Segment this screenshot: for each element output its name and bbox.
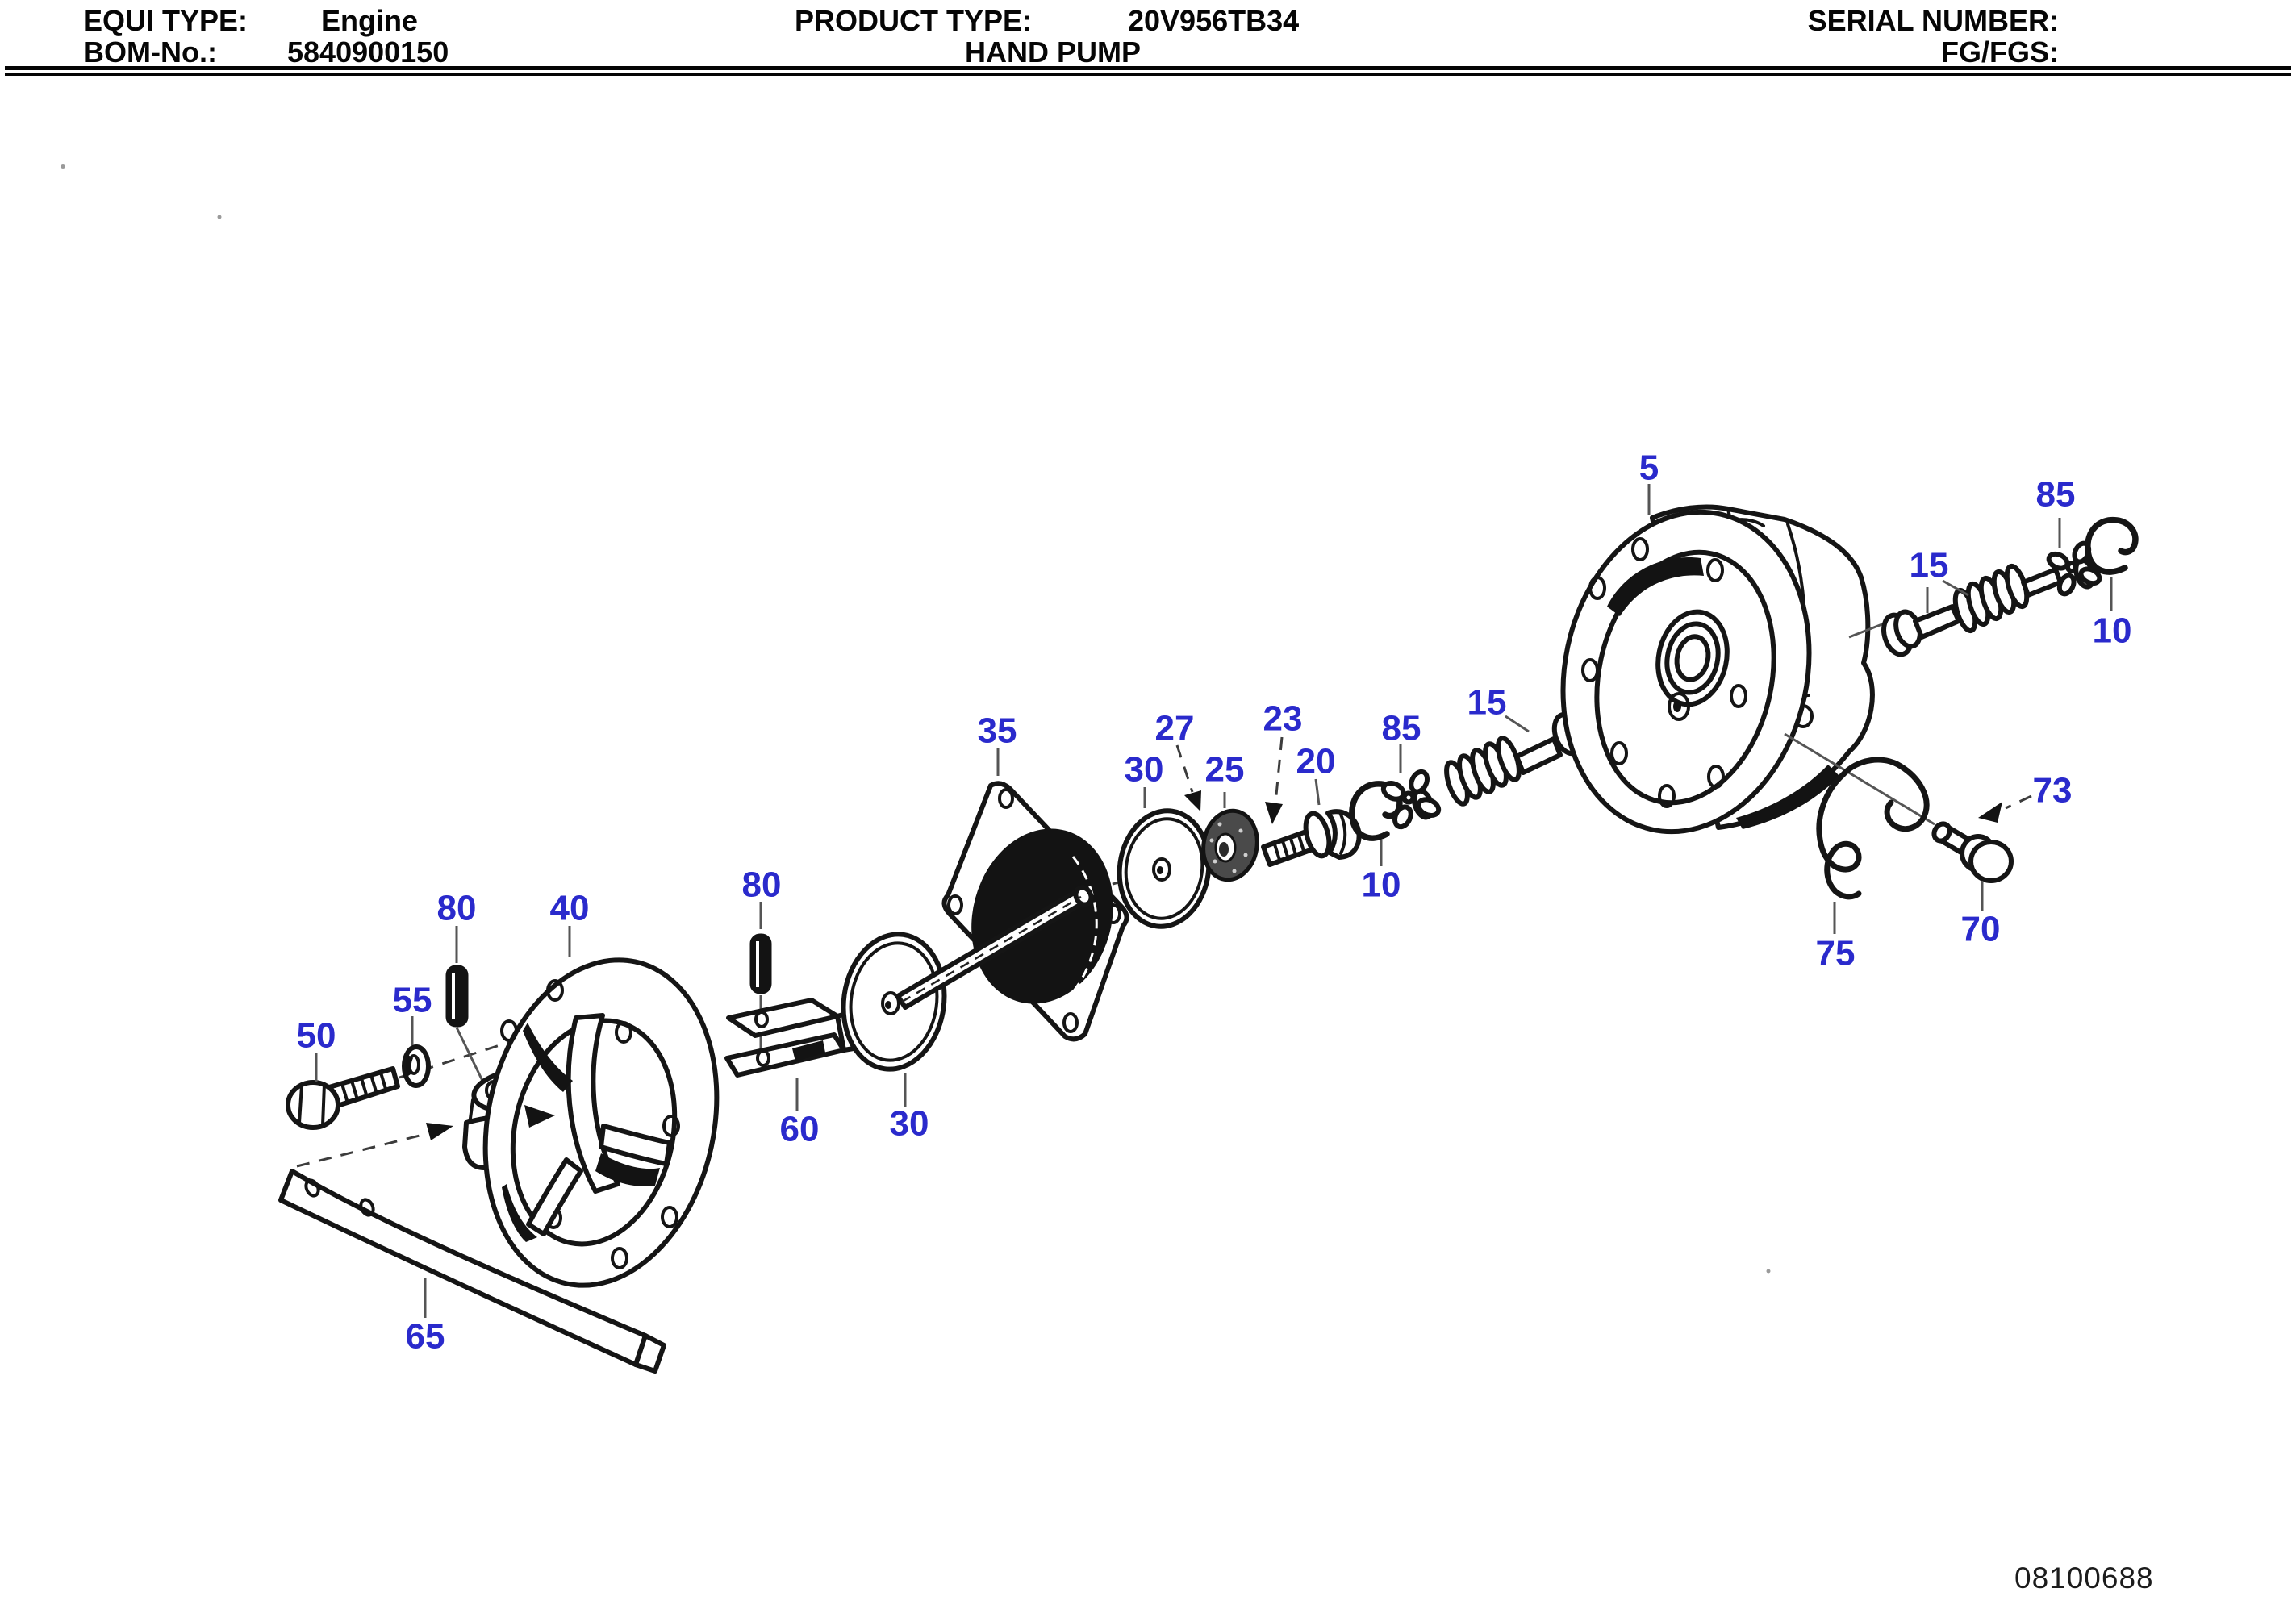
part-20-valve-screw bbox=[1261, 809, 1362, 867]
callout-60: 60 bbox=[780, 1110, 820, 1149]
part-50-hex-bolt bbox=[286, 1066, 400, 1130]
callout-30-right: 30 bbox=[1125, 750, 1164, 790]
callout-27-arrow bbox=[1175, 744, 1201, 811]
callout-10-center: 10 bbox=[1362, 865, 1401, 905]
callout-80-right: 80 bbox=[742, 865, 782, 905]
callout-labels: 5 85 15 10 15 85 23 20 27 25 30 35 10 30… bbox=[297, 448, 2132, 1357]
part-85-cross-valve-center bbox=[1380, 769, 1442, 830]
bom-value: 5840900150 bbox=[287, 35, 449, 69]
callout-73-arrow bbox=[1978, 794, 2032, 823]
product-type-label: PRODUCT TYPE: bbox=[795, 4, 1033, 37]
callout-85-top-right: 85 bbox=[2036, 475, 2076, 515]
bom-label: BOM-No.: bbox=[83, 35, 217, 69]
callout-55: 55 bbox=[393, 981, 432, 1020]
drain-hole-leader bbox=[1784, 732, 1935, 826]
product-type-value: 20V956TB34 bbox=[1128, 4, 1300, 37]
pump-body-bolt-holes bbox=[1581, 537, 1747, 808]
lever-attach-arrowhead bbox=[426, 1123, 453, 1140]
callout-40: 40 bbox=[550, 889, 590, 928]
part-25-bearing-washer bbox=[1201, 808, 1259, 882]
part-5-pump-body bbox=[1560, 504, 1875, 835]
callout-10-top-right: 10 bbox=[2093, 611, 2132, 651]
part-65-handle-lever bbox=[278, 1169, 666, 1374]
callout-35: 35 bbox=[978, 711, 1017, 751]
callout-80-left: 80 bbox=[437, 889, 477, 928]
callout-65: 65 bbox=[406, 1317, 445, 1357]
part-30-disc-bottom bbox=[841, 932, 947, 1072]
scan-specks bbox=[61, 164, 1771, 1274]
serial-number-label: SERIAL NUMBER: bbox=[1807, 4, 2059, 37]
part-70-bolt bbox=[1931, 821, 2014, 883]
part-40-flange bbox=[482, 957, 720, 1288]
header-divider-thin bbox=[5, 73, 2291, 76]
part-80-pin-left bbox=[445, 965, 486, 1085]
document-number: 08100688 bbox=[2014, 1561, 2154, 1595]
callout-27: 27 bbox=[1155, 709, 1195, 748]
callout-leader-lines bbox=[315, 484, 2113, 1318]
callout-20: 20 bbox=[1296, 742, 1336, 782]
equi-type-value: Engine bbox=[321, 4, 419, 37]
callout-23: 23 bbox=[1263, 699, 1303, 739]
fg-fgs-label: FG/FGS: bbox=[1941, 35, 2059, 69]
product-name: HAND PUMP bbox=[965, 35, 1142, 69]
callout-5: 5 bbox=[1639, 448, 1659, 488]
part-55-washer bbox=[402, 1044, 431, 1088]
part-30-disc-right bbox=[1117, 808, 1212, 929]
header-divider-thick bbox=[5, 66, 2291, 70]
valve-assembly-top-right bbox=[1848, 516, 2139, 657]
callout-30-bottom: 30 bbox=[890, 1104, 929, 1144]
part-10-circlip-top-right bbox=[2085, 516, 2139, 575]
callout-85-center: 85 bbox=[1382, 709, 1421, 748]
part-75-wire-clip bbox=[1816, 757, 1930, 900]
callout-73: 73 bbox=[2033, 771, 2073, 811]
callout-50: 50 bbox=[297, 1016, 336, 1056]
callout-15-top-right: 15 bbox=[1910, 546, 1949, 586]
callout-23-arrow bbox=[1265, 736, 1284, 824]
push-rod bbox=[895, 885, 1094, 1010]
callout-15-center: 15 bbox=[1467, 683, 1507, 723]
equi-type-label: EQUI TYPE: bbox=[83, 4, 248, 37]
callout-75: 75 bbox=[1816, 934, 1856, 973]
callout-25: 25 bbox=[1205, 750, 1245, 790]
part-80-pin-right bbox=[749, 933, 772, 1057]
callout-70: 70 bbox=[1961, 910, 2001, 949]
